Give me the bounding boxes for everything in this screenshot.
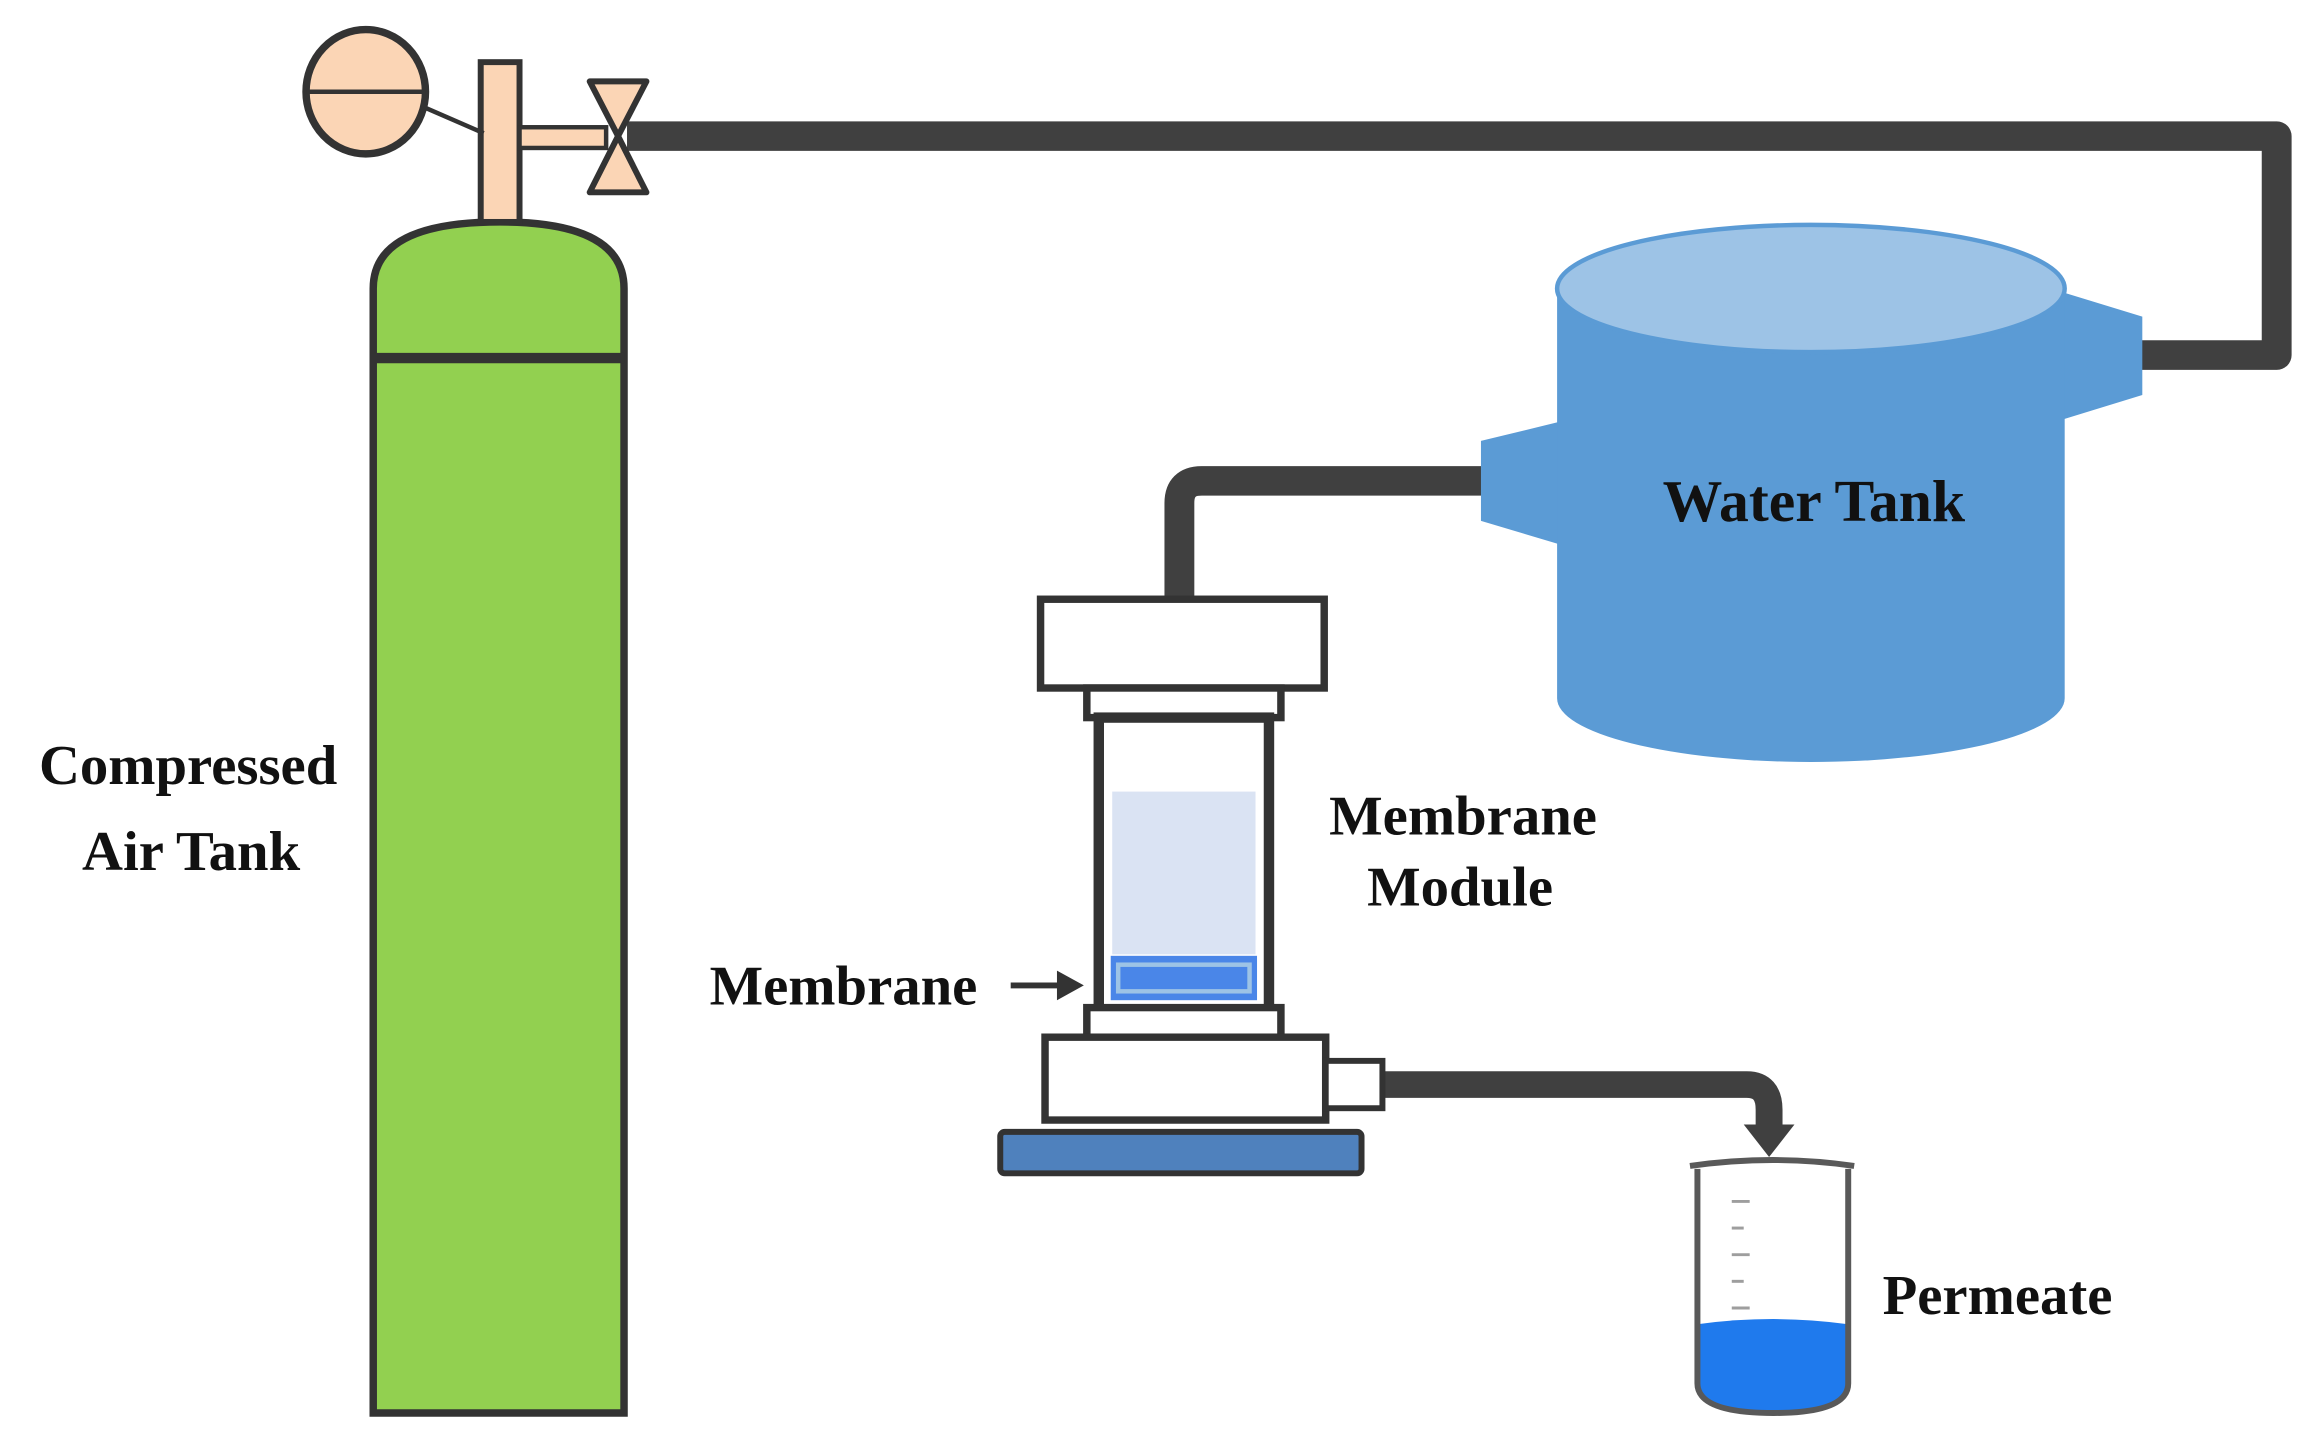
pressure-gauge-icon [302, 25, 485, 158]
water-tank-body [1557, 284, 2065, 762]
compressed-air-tank-label-line2: Air Tank [82, 821, 301, 883]
membrane-module [997, 595, 1386, 1177]
membrane-disc-inner [1115, 962, 1252, 994]
water-tank [1480, 222, 2143, 762]
permeate-label: Permeate [1883, 1265, 2113, 1327]
module-feed-liquid [1112, 791, 1256, 955]
module-outlet-fitting [1322, 1057, 1386, 1112]
air-supply-pipe [627, 121, 2292, 370]
pipes [627, 121, 2292, 1158]
module-bottom-collar [1083, 1003, 1285, 1041]
module-base-block [1041, 1033, 1330, 1124]
outlet-arrow-head [1743, 1124, 1795, 1158]
compressed-air-tank-label-line1: Compressed [39, 735, 337, 797]
cylinder-neck [477, 59, 523, 225]
water-tank-label: Water Tank [1663, 468, 1966, 534]
membrane-label: Membrane [710, 956, 978, 1018]
cylinder-body [369, 218, 628, 1417]
permeate-liquid [1697, 1319, 1849, 1414]
permeate-beaker [1689, 1157, 1855, 1416]
water-tank-inlet-nozzle [2060, 291, 2143, 421]
membrane-module-label-line2: Module [1367, 857, 1553, 919]
compressed-air-tank [369, 59, 628, 1417]
beaker-glass [1694, 1168, 1852, 1416]
tank-to-module-pipe [1164, 466, 1493, 607]
module-stand-plate [997, 1128, 1365, 1177]
valve-arm [517, 125, 609, 151]
beaker-rim [1689, 1157, 1855, 1169]
membrane-module-label-line1: Membrane [1329, 786, 1597, 848]
bowtie-valve-icon [586, 78, 650, 196]
module-top-cap [1036, 595, 1328, 692]
permeate-outlet-pipe [1380, 1071, 1783, 1132]
water-tank-surface [1554, 222, 2067, 355]
water-tank-outlet-nozzle [1480, 421, 1561, 545]
arrow-right-icon [1010, 970, 1084, 1001]
beaker-graduations [1731, 1199, 1750, 1310]
